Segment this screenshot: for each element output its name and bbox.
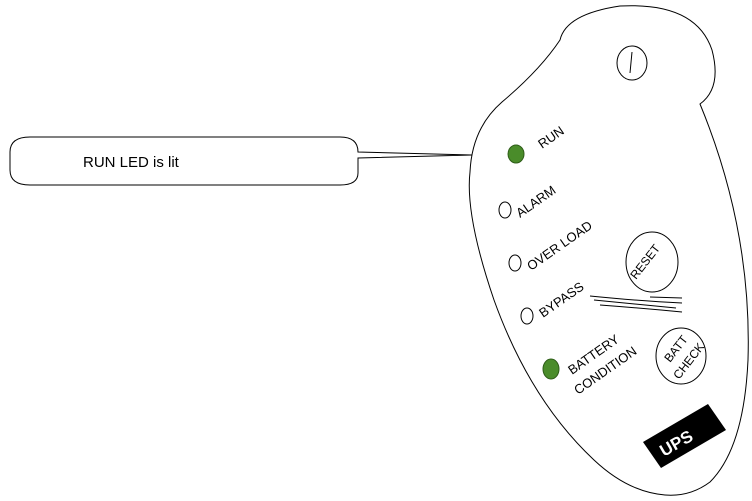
reset-button[interactable]: RESET: [625, 231, 679, 293]
power-button[interactable]: [616, 45, 648, 81]
overload-led: [508, 254, 522, 272]
callout-bubble: [9, 136, 473, 186]
callout: RUN LED is lit: [9, 136, 473, 186]
power-button-circle[interactable]: [616, 45, 648, 81]
ups-logo-background: [643, 404, 726, 468]
groove-line: [589, 295, 683, 304]
groove-line: [599, 304, 683, 313]
power-switch-icon: [629, 51, 633, 74]
reset-button-circle[interactable]: [625, 231, 679, 293]
alarm-led: [498, 201, 512, 219]
callout-text: RUN LED is lit: [83, 154, 180, 171]
bypass-led: [520, 307, 534, 325]
battery-condition-led: [542, 358, 560, 380]
batt-check-button-circle[interactable]: [655, 327, 707, 385]
run-led: [507, 144, 525, 164]
groove-line: [593, 299, 677, 309]
groove-line: [649, 296, 683, 299]
panel-groove-lines: [589, 295, 683, 313]
